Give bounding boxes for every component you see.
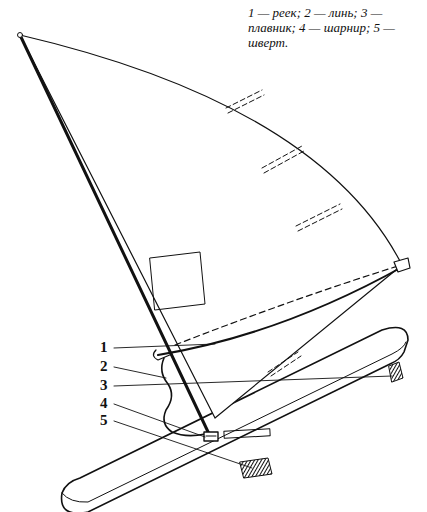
callout-number: 5 xyxy=(100,413,108,428)
fin xyxy=(389,362,403,382)
mast-top xyxy=(18,33,23,38)
board-slot xyxy=(224,429,270,438)
callout-number: 1 xyxy=(100,340,108,355)
hinge xyxy=(204,432,218,441)
boom-end xyxy=(394,258,410,272)
boom xyxy=(158,266,404,355)
callout-number: 3 xyxy=(100,378,108,393)
callout-number: 4 xyxy=(100,396,108,411)
sail-window xyxy=(150,252,205,310)
boom-far xyxy=(175,266,398,345)
parts-key: 1 — реек; 2 — линь; 3 — плавник; 4 — шар… xyxy=(248,6,420,51)
sail xyxy=(20,35,402,418)
callout-number: 2 xyxy=(100,359,108,374)
leader-lines xyxy=(114,344,392,468)
daggerboard xyxy=(240,458,272,478)
battens xyxy=(226,90,342,376)
mast xyxy=(20,35,210,436)
